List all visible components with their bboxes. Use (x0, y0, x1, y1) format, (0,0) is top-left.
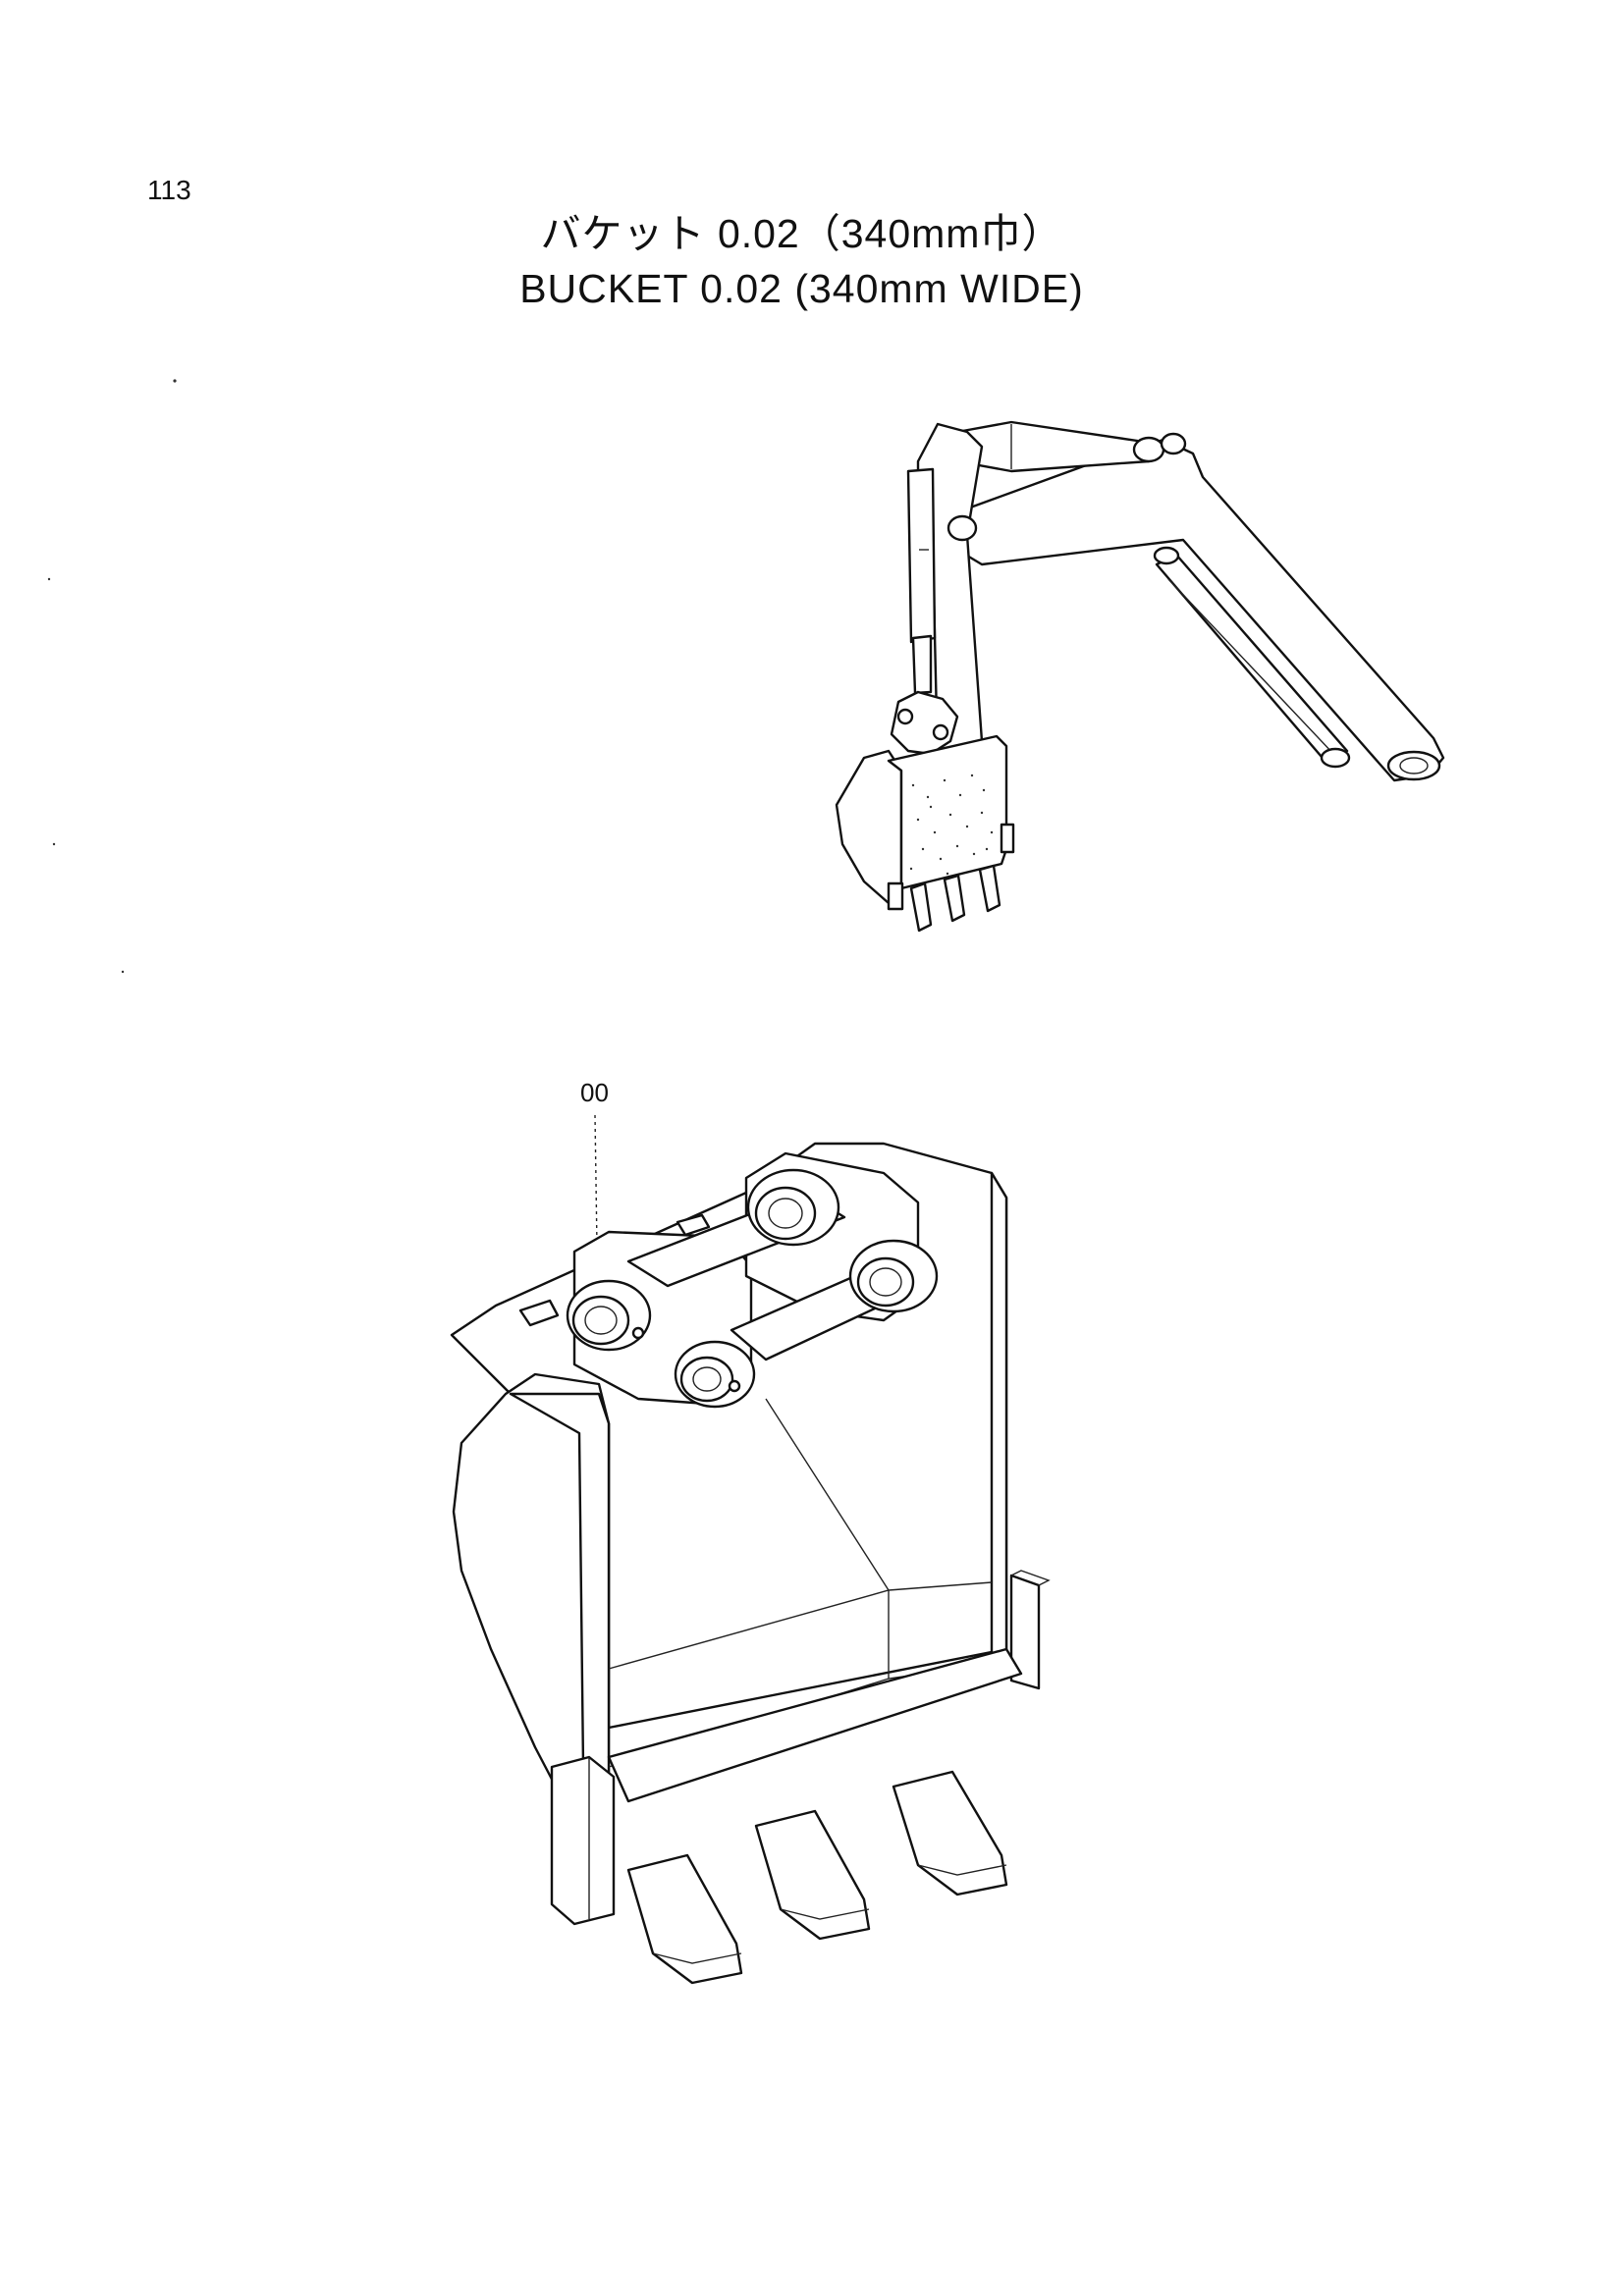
small-bucket-teeth (909, 864, 1001, 933)
bucket-tooth-3 (892, 1770, 1008, 1896)
bucket-tooth-1 (626, 1853, 743, 1985)
boss-ring-1 (566, 1279, 652, 1352)
boss-ring-2 (674, 1340, 756, 1409)
boss-ring-3 (746, 1168, 840, 1247)
small-bucket-body (887, 734, 1008, 890)
boss-ring-4 (848, 1239, 939, 1313)
right-side-cutter (1009, 1574, 1041, 1690)
bucket-detail-figure (450, 1114, 1051, 1985)
left-side-cutter (550, 1755, 616, 1926)
bucket-cylinder (906, 467, 937, 644)
part-callout-00: 00 (580, 1078, 609, 1107)
arm-cylinder (955, 420, 1151, 473)
small-bucket-side (835, 749, 903, 905)
page-number: 113 (147, 175, 191, 205)
title-japanese: バケット 0.02（340mm巾） (540, 211, 1063, 256)
boom-foot-pin (1386, 750, 1441, 781)
arm-boom-pin (947, 514, 978, 542)
page-title: バケット 0.02（340mm巾） BUCKET 0.02 (340mm WID… (0, 206, 1623, 316)
cutting-edge (607, 1647, 1023, 1803)
bucket-stipple (909, 774, 994, 876)
excavator-arm-figure (835, 420, 1445, 933)
title-english: BUCKET 0.02 (340mm WIDE) (519, 266, 1084, 311)
bucket-tooth-2 (754, 1809, 871, 1941)
scan-specks (47, 379, 177, 974)
callout-leader (594, 1114, 598, 1248)
